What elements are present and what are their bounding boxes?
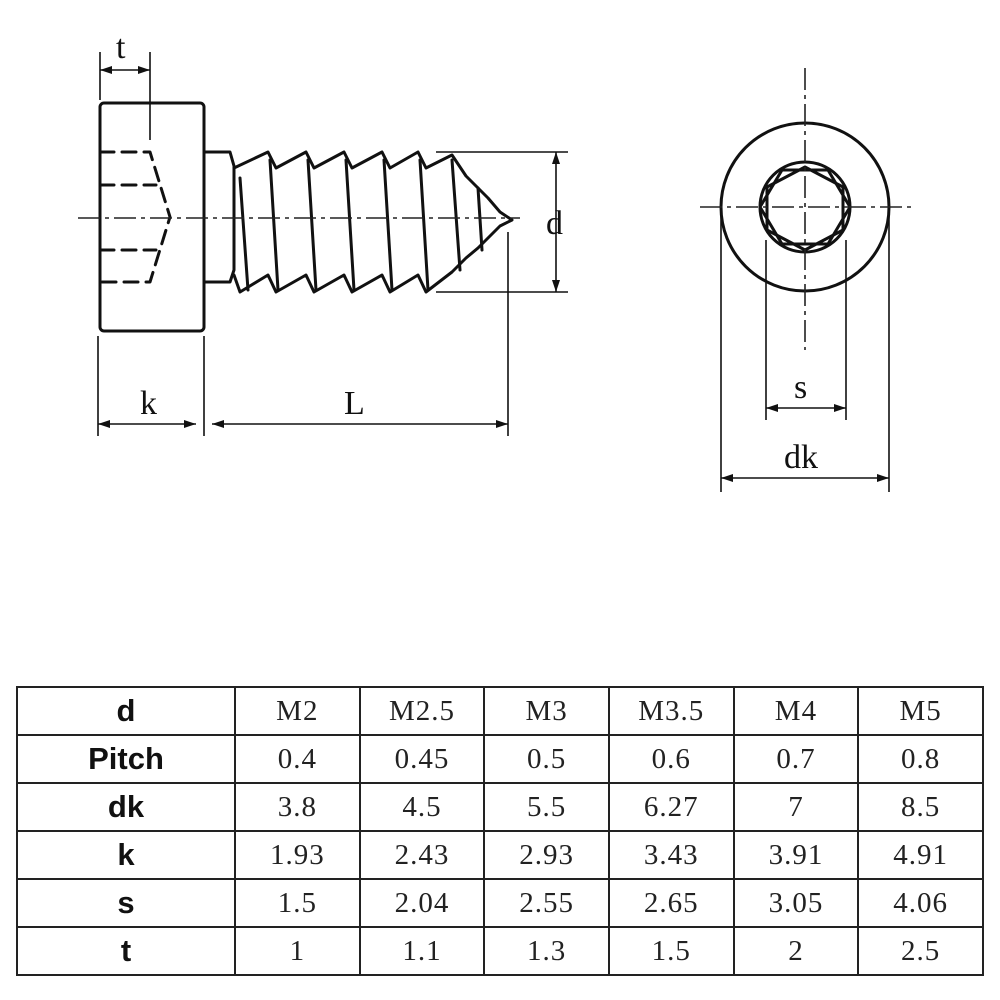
table-cell: 4.91	[857, 830, 984, 880]
table-cell: 1.3	[483, 926, 610, 976]
table-cell: 4.5	[358, 782, 486, 832]
screw-head-side-view	[98, 101, 206, 333]
specification-table: d M2 M2.5 M3 M3.5 M4 M5 Pitch 0.4 0.45 0…	[16, 686, 984, 976]
table-cell: 2.55	[483, 878, 610, 928]
table-cell: 3.8	[234, 782, 361, 832]
screw-technical-drawing: t d k L s	[78, 29, 912, 492]
table-cell: 7	[732, 782, 860, 832]
table-cell: 0.5	[483, 734, 610, 784]
table-row-s: s 1.5 2.04 2.55 2.65 3.05 4.06	[16, 878, 984, 928]
table-cell: 2.04	[358, 878, 486, 928]
table-cell: 0.8	[857, 734, 984, 784]
table-cell: 2	[732, 926, 860, 976]
table-cell: 1.93	[234, 830, 361, 880]
table-cell: 2.93	[483, 830, 610, 880]
screw-shank-side-view	[202, 150, 514, 294]
table-cell: M3.5	[607, 686, 735, 736]
table-cell: 2.5	[857, 926, 984, 976]
table-row-dk: dk 3.8 4.5 5.5 6.27 7 8.5	[16, 782, 984, 832]
dimension-k-L: k L	[97, 232, 509, 436]
label-L: L	[344, 385, 365, 422]
row-label: d	[16, 686, 236, 736]
table-row-d: d M2 M2.5 M3 M3.5 M4 M5	[16, 686, 984, 736]
table-cell: 0.45	[358, 734, 486, 784]
table-cell: 3.43	[607, 830, 735, 880]
table-cell: 1.1	[358, 926, 486, 976]
row-label: Pitch	[16, 734, 236, 784]
table-cell: 1.5	[607, 926, 735, 976]
table-cell: 2.43	[358, 830, 486, 880]
table-cell: 0.6	[607, 734, 735, 784]
row-label: t	[16, 926, 236, 976]
row-label: k	[16, 830, 236, 880]
table-cell: 2.65	[607, 878, 735, 928]
dimension-d: d	[436, 151, 568, 293]
table-cell: 1	[234, 926, 361, 976]
dimension-dk: dk	[720, 212, 890, 492]
table-cell: 0.7	[732, 734, 860, 784]
label-s: s	[794, 369, 807, 406]
row-label: s	[16, 878, 236, 928]
screw-head-end-view	[700, 68, 912, 350]
table-cell: 5.5	[483, 782, 610, 832]
label-t: t	[116, 29, 126, 66]
table-cell: 4.06	[857, 878, 984, 928]
table-cell: 6.27	[607, 782, 735, 832]
table-cell: 3.05	[732, 878, 860, 928]
dimension-s: s	[765, 240, 847, 420]
row-label: dk	[16, 782, 236, 832]
table-cell: 8.5	[857, 782, 984, 832]
label-dk: dk	[784, 439, 818, 476]
table-cell: 0.4	[234, 734, 361, 784]
table-row-pitch: Pitch 0.4 0.45 0.5 0.6 0.7 0.8	[16, 734, 984, 784]
table-cell: M3	[483, 686, 610, 736]
label-k: k	[140, 385, 157, 422]
table-cell: 3.91	[732, 830, 860, 880]
table-cell: M2	[234, 686, 361, 736]
table-row-k: k 1.93 2.43 2.93 3.43 3.91 4.91	[16, 830, 984, 880]
dimension-t: t	[99, 29, 151, 140]
table-cell: M2.5	[358, 686, 486, 736]
table-cell: M5	[857, 686, 984, 736]
table-cell: 1.5	[234, 878, 361, 928]
table-row-t: t 1 1.1 1.3 1.5 2 2.5	[16, 926, 984, 976]
table-cell: M4	[732, 686, 860, 736]
label-d: d	[546, 205, 563, 242]
